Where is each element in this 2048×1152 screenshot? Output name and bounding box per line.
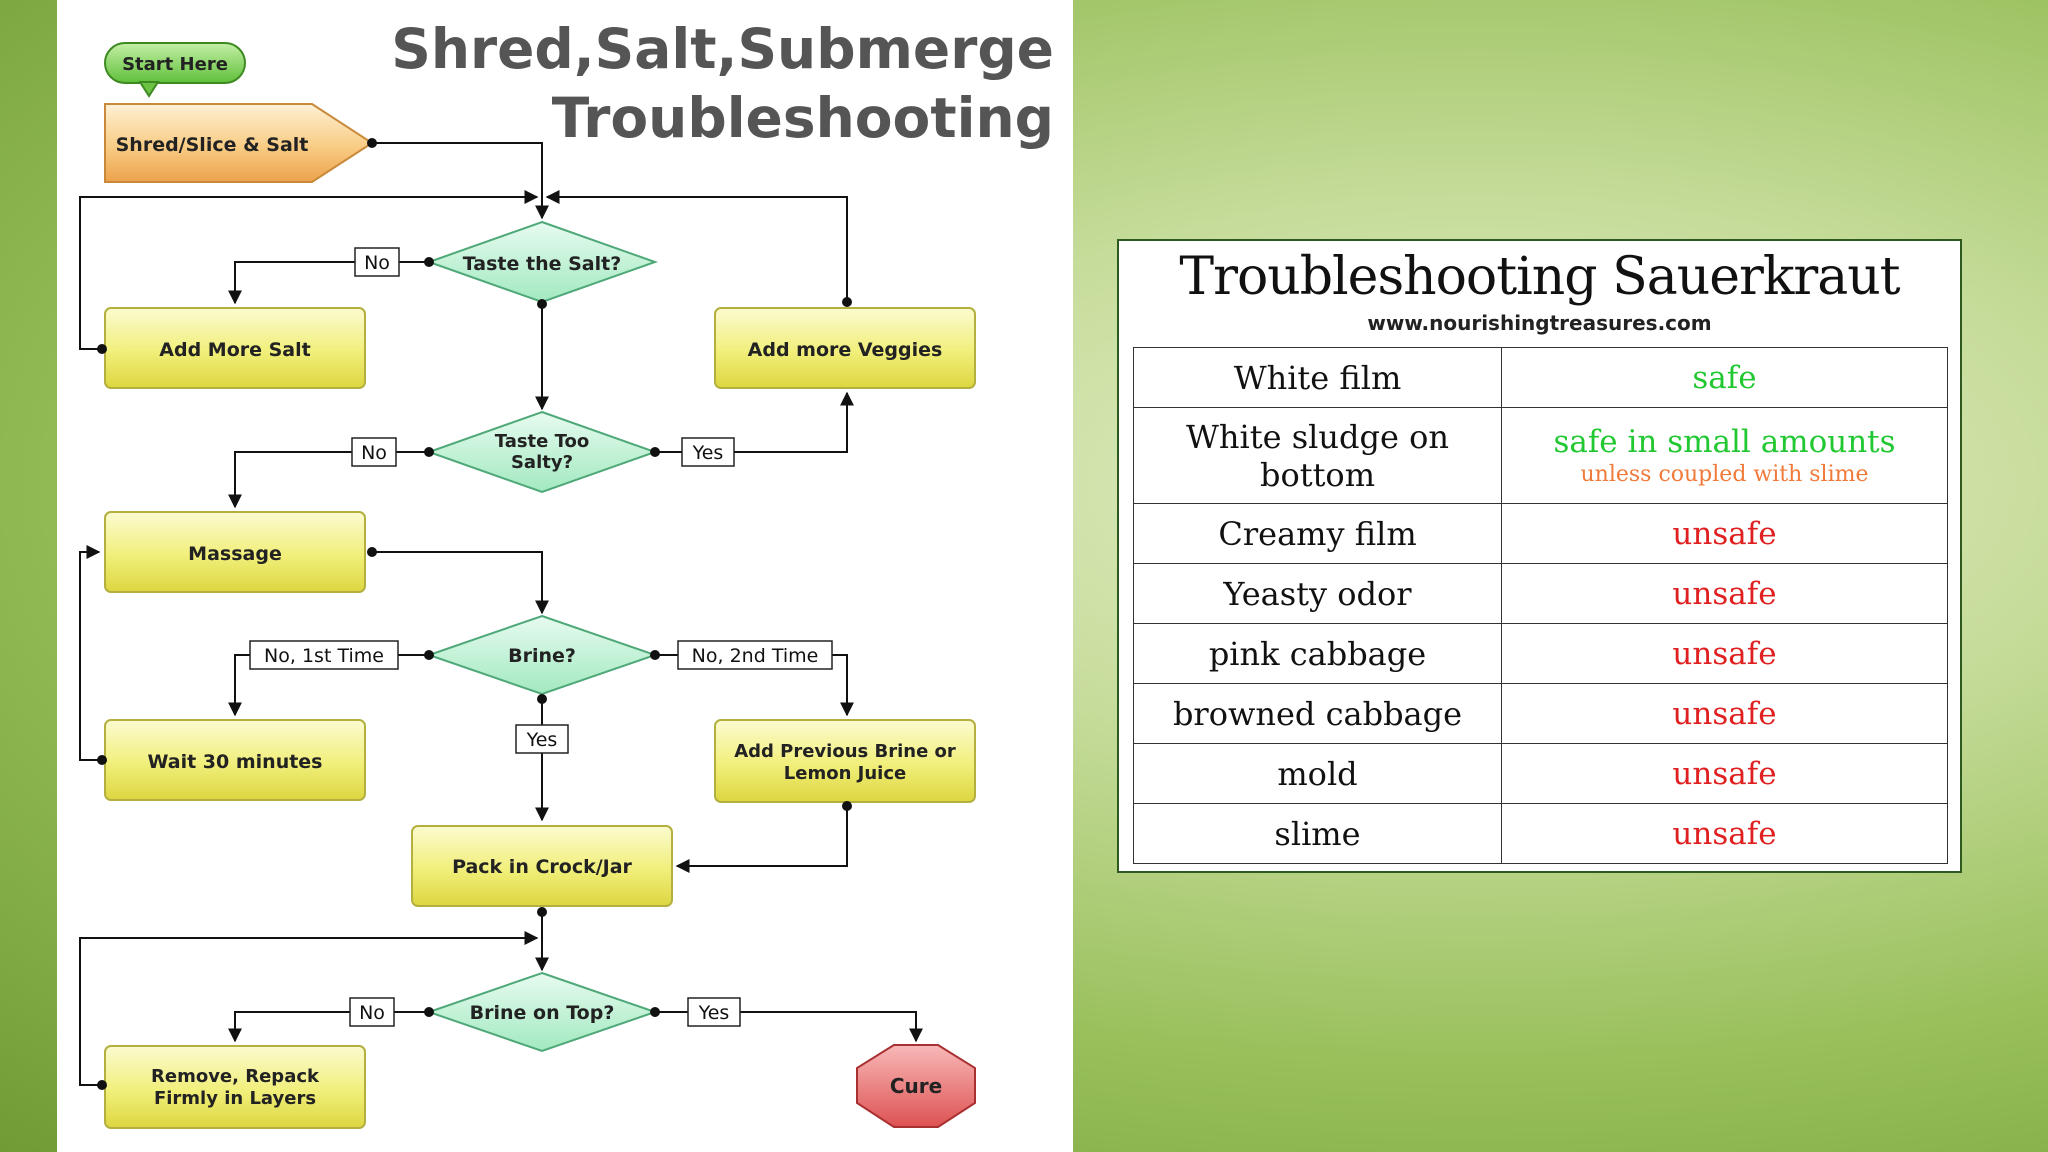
- flowchart-title-line1: Shred,Salt,Submerge: [391, 17, 1054, 81]
- edge-label-yes-1: Yes: [681, 437, 735, 467]
- condition-cell: pink cabbage: [1133, 623, 1502, 684]
- svg-text:Yes: Yes: [526, 729, 558, 751]
- table-row: slime unsafe: [1133, 803, 1948, 864]
- cure-label: Cure: [890, 1074, 942, 1098]
- add-veggies-label: Add more Veggies: [748, 339, 943, 361]
- remove-label-2: Firmly in Layers: [154, 1088, 316, 1109]
- brine-decision: Brine?: [425, 614, 659, 696]
- prev-brine-label-2: Lemon Juice: [784, 763, 906, 784]
- pack-label: Pack in Crock/Jar: [452, 856, 632, 878]
- status-note: unless coupled with slime: [1580, 462, 1869, 487]
- brine-label: Brine?: [508, 645, 576, 667]
- svg-text:No, 2nd Time: No, 2nd Time: [692, 645, 819, 667]
- cure-stop-node: Cure: [856, 1044, 976, 1128]
- shred-label: Shred/Slice & Salt: [116, 134, 309, 156]
- table-row: mold unsafe: [1133, 743, 1948, 804]
- edge-label-no-second-time: No, 2nd Time: [677, 640, 833, 670]
- status-cell: unsafe: [1501, 743, 1948, 804]
- condition-cell: mold: [1133, 743, 1502, 804]
- condition-cell: White sludge on bottom: [1133, 407, 1502, 504]
- edge-label-yes-3: Yes: [687, 997, 741, 1027]
- edge-label-yes-2: Yes: [515, 724, 569, 754]
- too-salty-label-1: Taste Too: [495, 431, 590, 452]
- pack-in-crock-node: Pack in Crock/Jar: [411, 825, 673, 907]
- add-salt-label: Add More Salt: [159, 339, 310, 361]
- svg-text:No: No: [364, 252, 390, 274]
- start-label: Start Here: [122, 54, 228, 75]
- status-text: safe in small amounts: [1553, 424, 1896, 460]
- table-row: Yeasty odor unsafe: [1133, 563, 1948, 624]
- wait-label: Wait 30 minutes: [147, 751, 322, 773]
- table-row: White sludge on bottom safe in small amo…: [1133, 407, 1948, 504]
- taste-too-salty-decision: Taste Too Salty?: [426, 410, 658, 494]
- start-here-bubble: Start Here: [104, 42, 246, 98]
- troubleshooting-table-card: Troubleshooting Sauerkraut www.nourishin…: [1117, 239, 1962, 873]
- prev-brine-label-1: Add Previous Brine or: [734, 741, 956, 762]
- status-cell: unsafe: [1501, 563, 1948, 624]
- wait-30-minutes-node: Wait 30 minutes: [104, 719, 366, 801]
- table-row: White film safe: [1133, 347, 1948, 408]
- brine-top-label: Brine on Top?: [470, 1002, 615, 1024]
- massage-label: Massage: [188, 543, 282, 565]
- massage-node: Massage: [104, 511, 366, 593]
- edge-label-no-1: No: [354, 247, 400, 277]
- add-previous-brine-node: Add Previous Brine or Lemon Juice: [714, 719, 976, 803]
- status-cell: unsafe: [1501, 683, 1948, 744]
- taste-salt-label: Taste the Salt?: [463, 253, 621, 275]
- status-cell: safe in small amounts unless coupled wit…: [1501, 407, 1948, 504]
- remove-repack-node: Remove, Repack Firmly in Layers: [104, 1045, 366, 1129]
- status-cell: safe: [1501, 347, 1948, 408]
- taste-salt-decision: Taste the Salt?: [426, 220, 658, 304]
- edge-label-no-2: No: [351, 437, 397, 467]
- brine-on-top-decision: Brine on Top?: [425, 971, 659, 1053]
- condition-cell: browned cabbage: [1133, 683, 1502, 744]
- svg-text:No: No: [361, 442, 387, 464]
- svg-text:Yes: Yes: [698, 1002, 730, 1024]
- svg-text:Yes: Yes: [692, 442, 724, 464]
- status-cell: unsafe: [1501, 503, 1948, 564]
- svg-text:No: No: [359, 1002, 385, 1024]
- table-row: browned cabbage unsafe: [1133, 683, 1948, 744]
- add-more-salt-node: Add More Salt: [104, 307, 366, 389]
- status-cell: unsafe: [1501, 623, 1948, 684]
- edge-label-no-first-time: No, 1st Time: [249, 640, 399, 670]
- add-more-veggies-node: Add more Veggies: [714, 307, 976, 389]
- flowchart-title-line2: Troubleshooting: [552, 86, 1054, 150]
- condition-cell: slime: [1133, 803, 1502, 864]
- table-row: Creamy film unsafe: [1133, 503, 1948, 564]
- shred-slice-salt-node: Shred/Slice & Salt: [104, 103, 374, 183]
- condition-cell: Yeasty odor: [1133, 563, 1502, 624]
- table-row: pink cabbage unsafe: [1133, 623, 1948, 684]
- table-url: www.nourishingtreasures.com: [1367, 311, 1712, 335]
- remove-label-1: Remove, Repack: [151, 1066, 320, 1087]
- condition-cell: Creamy film: [1133, 503, 1502, 564]
- svg-text:No, 1st Time: No, 1st Time: [264, 645, 384, 667]
- edge-label-no-3: No: [349, 997, 395, 1027]
- table-title: Troubleshooting Sauerkraut: [1179, 247, 1900, 307]
- condition-cell: White film: [1133, 347, 1502, 408]
- status-cell: unsafe: [1501, 803, 1948, 864]
- too-salty-label-2: Salty?: [511, 452, 573, 473]
- flowchart: Shred,Salt,Submerge Troubleshooting: [79, 17, 1054, 1129]
- troubleshooting-table: White film safe White sludge on bottom s…: [1133, 347, 1948, 864]
